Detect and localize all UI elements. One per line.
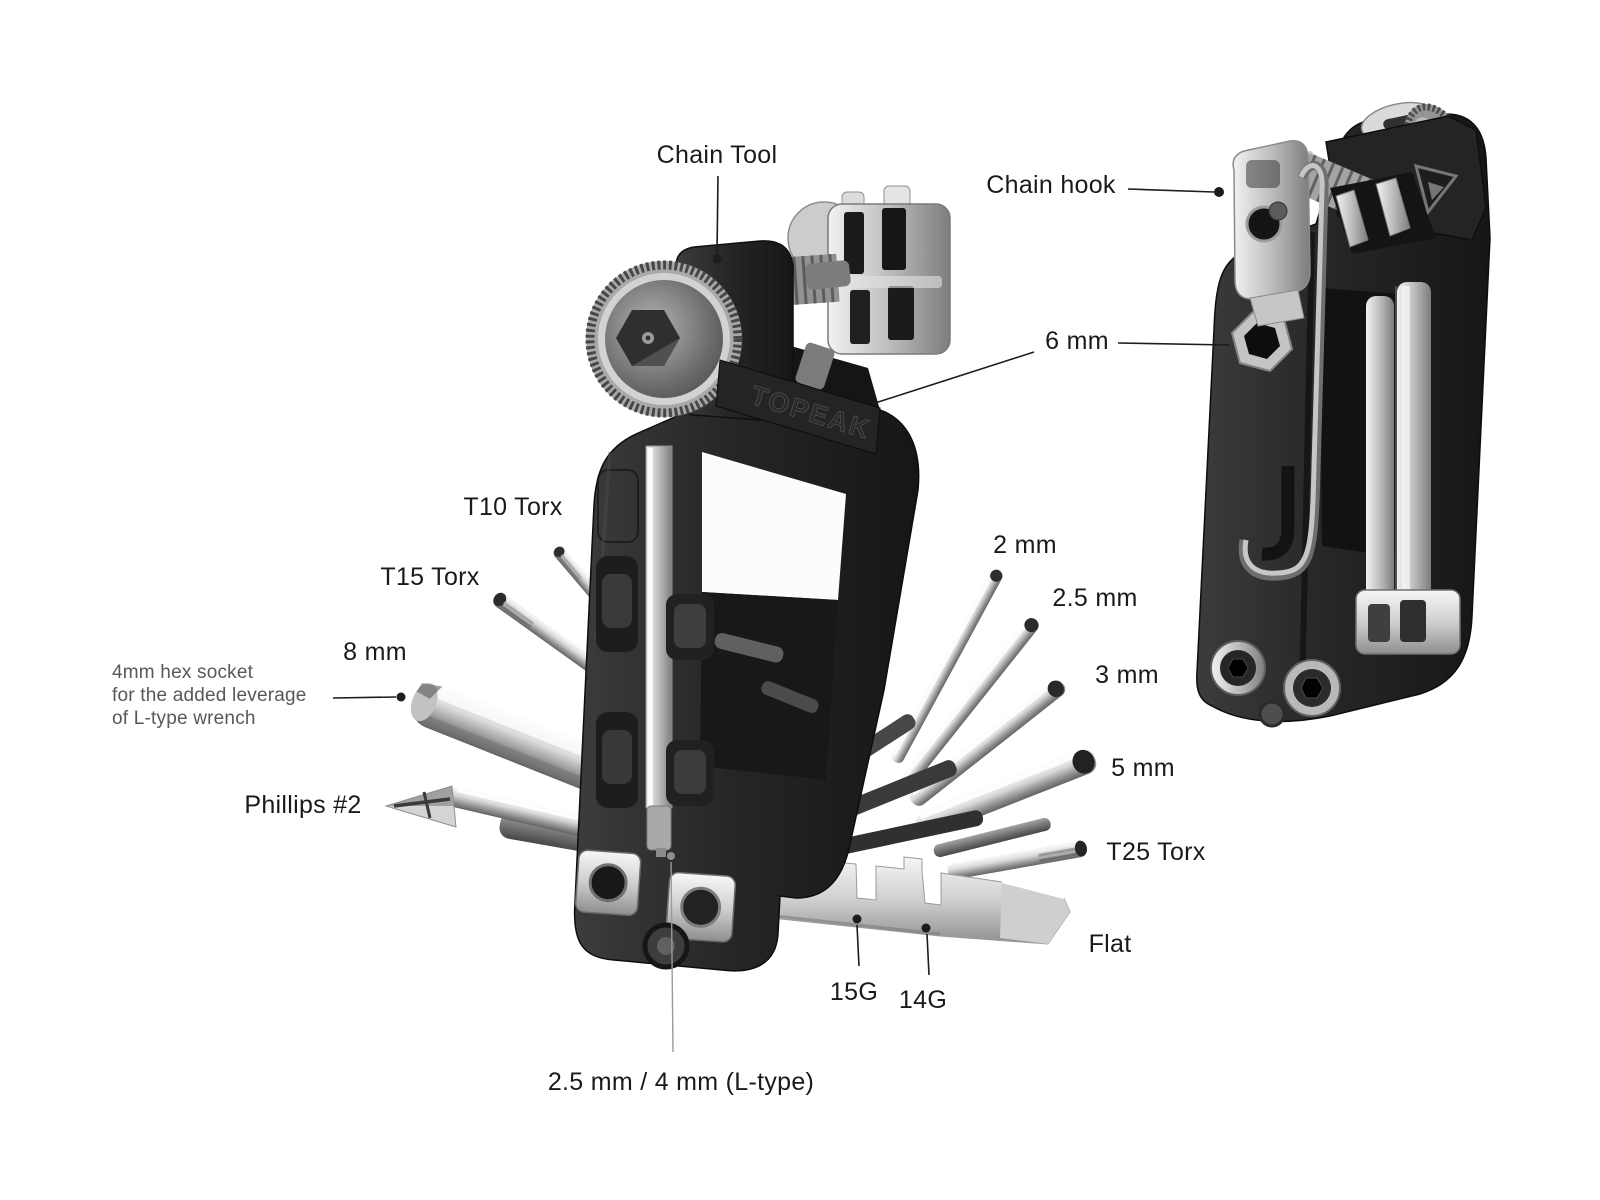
label-6mm: 6 mm	[1045, 327, 1109, 355]
left-tool-right-fan	[891, 569, 1097, 880]
label-2-5mm: 2.5 mm	[1052, 584, 1138, 612]
right-tool-rear-view	[1196, 101, 1491, 728]
callout-leader-lines	[332, 175, 1230, 1053]
folded-bit	[933, 817, 1051, 858]
hex-socket-6mm	[1230, 309, 1294, 373]
label-8mm: 8 mm	[343, 638, 407, 666]
right-tool-chain-head	[1290, 101, 1487, 254]
label-3mm: 3 mm	[1095, 661, 1159, 689]
label-chain-hook: Chain hook	[986, 171, 1116, 199]
note-4mm-hex-socket: 4mm hex socket for the added leverage of…	[112, 661, 307, 730]
label-phillips-2: Phillips #2	[244, 791, 362, 819]
label-t25-torx: T25 Torx	[1106, 838, 1206, 866]
bottom-bolt-plates	[574, 849, 737, 943]
hex-rod-2mm	[891, 569, 1003, 763]
label-flat: Flat	[1088, 930, 1132, 958]
label-2mm: 2 mm	[993, 531, 1057, 559]
chain-hook-part	[1232, 140, 1329, 581]
note-line-3: of L-type wrench	[112, 708, 256, 729]
label-t10-torx: T10 Torx	[463, 493, 563, 521]
label-chain-tool: Chain Tool	[656, 141, 778, 169]
label-t15-torx: T15 Torx	[380, 563, 480, 591]
t25-torx-bit	[947, 840, 1088, 880]
flat-spoke-wrench-arm	[771, 855, 1071, 945]
label-l-type: 2.5 mm / 4 mm (L-type)	[547, 1068, 815, 1096]
right-tool-bottom-bolts	[1210, 640, 1341, 728]
left-tool-body	[573, 361, 920, 972]
chain-tool-knob	[585, 260, 743, 418]
hex-rod-2-5mm	[901, 617, 1039, 786]
chain-tool-head: TOPEAK	[585, 185, 951, 455]
note-line-2: for the added leverage	[112, 685, 307, 706]
label-5mm: 5 mm	[1111, 754, 1175, 782]
note-line-1: 4mm hex socket	[112, 662, 254, 683]
label-14g: 14G	[898, 986, 948, 1014]
label-15g: 15G	[829, 978, 879, 1006]
